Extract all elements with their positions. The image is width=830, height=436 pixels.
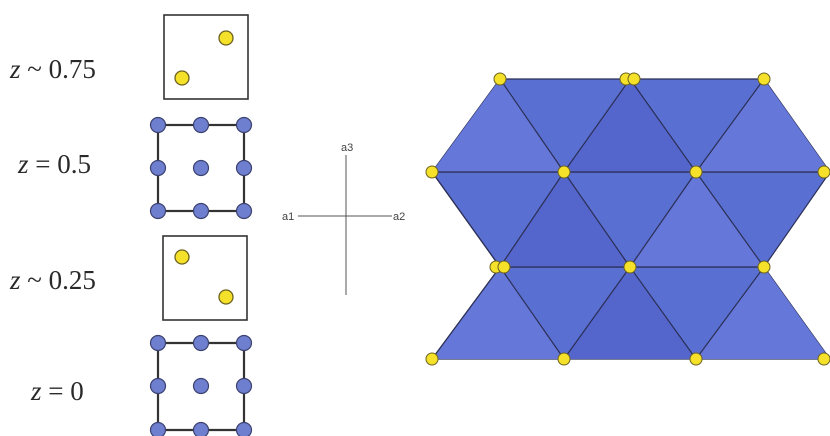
- cell-z075: [163, 14, 249, 100]
- cell-z0: [149, 334, 253, 436]
- facet: [630, 172, 764, 267]
- axis-label-a3: a3: [341, 142, 353, 154]
- blue-atom: [192, 377, 210, 395]
- blue-atom: [235, 334, 253, 352]
- yellow-atom: [757, 260, 771, 274]
- yellow-atom: [817, 165, 830, 179]
- yellow-atom: [497, 260, 511, 274]
- yellow-atom: [623, 260, 637, 274]
- blue-atom: [192, 421, 210, 436]
- blue-atom: [235, 202, 253, 220]
- axis-label-a1: a1: [282, 211, 294, 223]
- blue-atom: [149, 116, 167, 134]
- cell-z025: [162, 235, 248, 321]
- yellow-atom: [174, 70, 190, 86]
- network-atoms: [425, 72, 830, 366]
- yellow-atom: [493, 72, 507, 86]
- blue-atom: [235, 377, 253, 395]
- blue-atom: [149, 202, 167, 220]
- yellow-atom: [425, 352, 439, 366]
- blue-atom: [149, 334, 167, 352]
- yellow-atom: [627, 72, 641, 86]
- blue-atom: [192, 116, 210, 134]
- facet: [432, 79, 564, 172]
- yellow-atom: [218, 289, 234, 305]
- yellow-atom: [557, 352, 571, 366]
- blue-atom: [149, 421, 167, 436]
- layer-label-z075: z ~ 0.75: [10, 54, 96, 84]
- facet: [696, 79, 830, 172]
- cell-frame: [162, 235, 248, 321]
- yellow-atom: [425, 165, 439, 179]
- cell-z05: [149, 116, 253, 220]
- facet: [500, 172, 630, 267]
- blue-atom: [149, 159, 167, 177]
- polyhedra-edges: [431, 78, 830, 360]
- axes-indicator: a3 a1 a2: [282, 142, 405, 295]
- polyhedra-network: [425, 72, 830, 366]
- blue-atom: [192, 334, 210, 352]
- layer-label-z0: z = 0: [31, 376, 84, 406]
- blue-atom: [192, 159, 210, 177]
- axis-label-a2: a2: [393, 211, 405, 223]
- facet: [696, 267, 830, 359]
- yellow-atom: [689, 352, 703, 366]
- facet: [432, 267, 564, 359]
- polyhedra-band-middle: [430, 171, 830, 268]
- layer-label-z025: z ~ 0.25: [10, 265, 96, 295]
- blue-atom: [235, 116, 253, 134]
- yellow-atom: [174, 249, 190, 265]
- blue-atom: [235, 159, 253, 177]
- yellow-atom: [218, 30, 234, 46]
- yellow-atom: [817, 352, 830, 366]
- blue-atom: [192, 202, 210, 220]
- yellow-atom: [689, 165, 703, 179]
- facet: [564, 267, 696, 359]
- yellow-atom: [757, 72, 771, 86]
- facet: [564, 79, 696, 172]
- blue-atom: [235, 421, 253, 436]
- blue-atom: [149, 377, 167, 395]
- yellow-atom: [557, 165, 571, 179]
- cell-frame: [163, 14, 249, 100]
- layer-label-z05: z = 0.5: [18, 149, 91, 179]
